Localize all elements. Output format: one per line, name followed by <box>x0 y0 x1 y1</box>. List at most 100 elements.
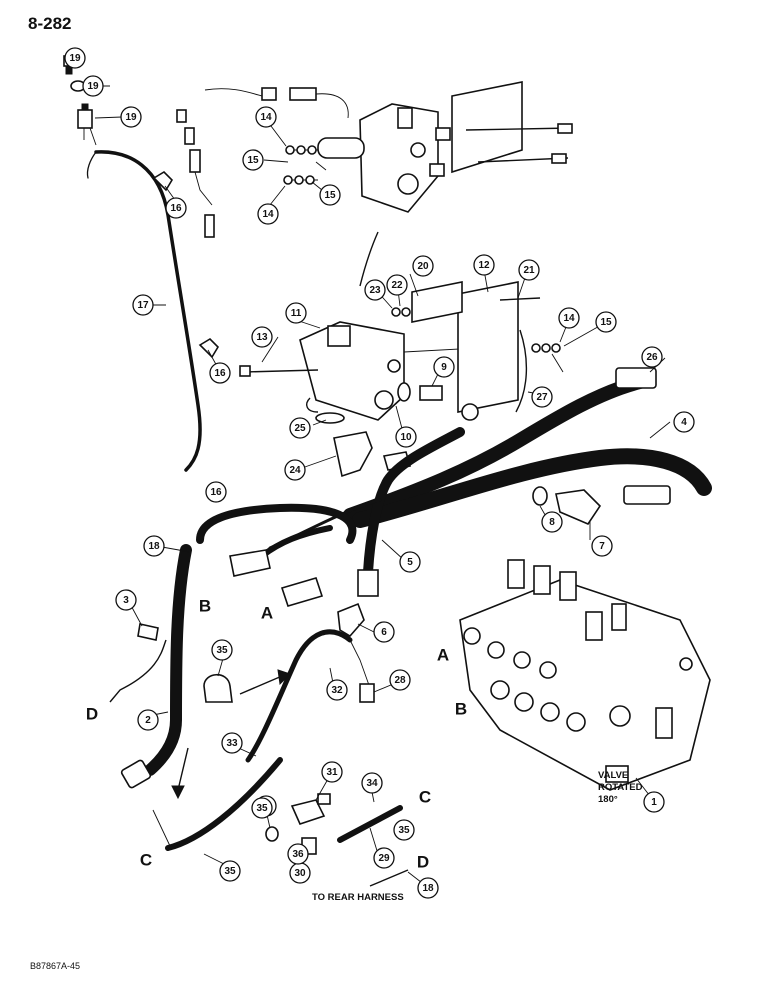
callout-circle <box>219 860 241 882</box>
callout-17: 17 <box>132 294 154 316</box>
callout-number: 2 <box>145 715 151 726</box>
hose-31-fitting <box>359 683 375 703</box>
clamp-36 <box>203 673 233 703</box>
callout-circle <box>255 106 277 128</box>
letter-label-c: C <box>419 788 431 807</box>
callout-number: 18 <box>422 883 434 894</box>
sender-body <box>184 127 195 145</box>
callout-circle <box>209 362 231 384</box>
callout-circle <box>257 203 279 225</box>
callout-circle <box>673 411 695 433</box>
callout-number: 21 <box>523 265 535 276</box>
letter-label-b: B <box>199 597 211 616</box>
callout-15: 15 <box>595 311 617 333</box>
callout-14: 14 <box>558 307 580 329</box>
callout-6: 6 <box>373 621 395 643</box>
upper-leaders <box>290 149 318 181</box>
callout-16: 16 <box>165 197 187 219</box>
callout-3: 3 <box>115 589 137 611</box>
callout-14: 14 <box>257 203 279 225</box>
callout-19: 19 <box>64 47 86 69</box>
upper-port <box>397 173 419 195</box>
callout-36: 36 <box>287 843 309 865</box>
callout-7: 7 <box>591 535 613 557</box>
callout-20: 20 <box>412 255 434 277</box>
callout-circles: 1234567891011121314141415151516161617181… <box>64 47 695 899</box>
fitting-9 <box>419 385 443 401</box>
callout-number: 13 <box>256 332 268 343</box>
bolt-24 <box>499 297 541 301</box>
control-valve <box>459 559 711 791</box>
callout-24: 24 <box>284 459 306 481</box>
callout-number: 16 <box>214 368 226 379</box>
switch-20-top <box>81 103 89 111</box>
callout-9: 9 <box>433 356 455 378</box>
callout-number: 14 <box>260 112 272 123</box>
clip-18-lower <box>198 337 220 359</box>
leaders-upper <box>263 121 327 211</box>
upper-connector-b <box>289 87 317 101</box>
callout-circle <box>137 709 159 731</box>
port-A2 <box>487 641 505 659</box>
gasket-23 <box>411 281 463 323</box>
hose-tube-thin <box>268 498 382 550</box>
o-ring-8 <box>532 486 548 506</box>
sender-terminal <box>204 214 215 238</box>
middle-valve-assembly <box>239 231 561 478</box>
callout-number: 28 <box>394 675 406 686</box>
callout-18: 18 <box>143 535 165 557</box>
callout-circle <box>165 197 187 219</box>
note-valve-rotated-1: VALVE <box>598 770 628 781</box>
callout-circle <box>205 481 227 503</box>
page-number: 8-282 <box>28 14 72 33</box>
callout-number: 25 <box>294 423 306 434</box>
elbow-7 <box>555 489 602 525</box>
upper-bolt-head-b <box>551 153 567 164</box>
callout-circle <box>541 511 563 533</box>
clip-18-upper <box>152 170 174 192</box>
o-ring-28 <box>315 412 345 424</box>
callout-circle <box>389 669 411 691</box>
callout-circle <box>399 551 421 573</box>
callout-circle <box>132 294 154 316</box>
callout-27: 27 <box>531 386 553 408</box>
callout-11: 11 <box>285 302 307 324</box>
callout-number: 26 <box>646 352 658 363</box>
letter-label-c: C <box>140 851 152 870</box>
note-valve-rotated-2: ROTATED <box>598 782 643 793</box>
callout-19: 19 <box>82 75 104 97</box>
callout-23: 23 <box>364 279 386 301</box>
upper-wire-b <box>315 93 349 119</box>
sender-barrel <box>189 149 201 173</box>
note-to-rear-harness: TO REAR HARNESS <box>312 892 404 903</box>
callout-number: 22 <box>391 280 403 291</box>
callout-26: 26 <box>641 346 663 368</box>
callout-number: 32 <box>331 685 343 696</box>
washer-a <box>285 145 295 155</box>
callout-35: 35 <box>393 819 415 841</box>
callout-number: 5 <box>407 557 413 568</box>
valve-side-port <box>679 657 693 671</box>
callout-number: 10 <box>400 432 412 443</box>
washer-15b <box>541 343 551 353</box>
switch-leads <box>83 127 97 146</box>
port-B <box>490 680 510 700</box>
valve-spool-5 <box>611 603 627 631</box>
callout-number: 15 <box>600 317 612 328</box>
callout-15: 15 <box>242 149 264 171</box>
middle-solenoid <box>327 325 351 347</box>
sender-wire <box>194 171 213 206</box>
callout-number: 15 <box>247 155 259 166</box>
callout-circle <box>251 797 273 819</box>
curve-30 <box>515 329 528 413</box>
callout-16: 16 <box>209 362 231 384</box>
fitting-near-9 <box>461 403 479 421</box>
callout-circle <box>361 772 383 794</box>
hose-31-upper <box>245 629 353 763</box>
valve-spool-1 <box>507 559 525 589</box>
callout-21: 21 <box>518 259 540 281</box>
o-ring-10 <box>397 382 411 402</box>
callout-circle <box>319 184 341 206</box>
callout-circle <box>386 274 408 296</box>
callout-number: 24 <box>289 465 301 476</box>
